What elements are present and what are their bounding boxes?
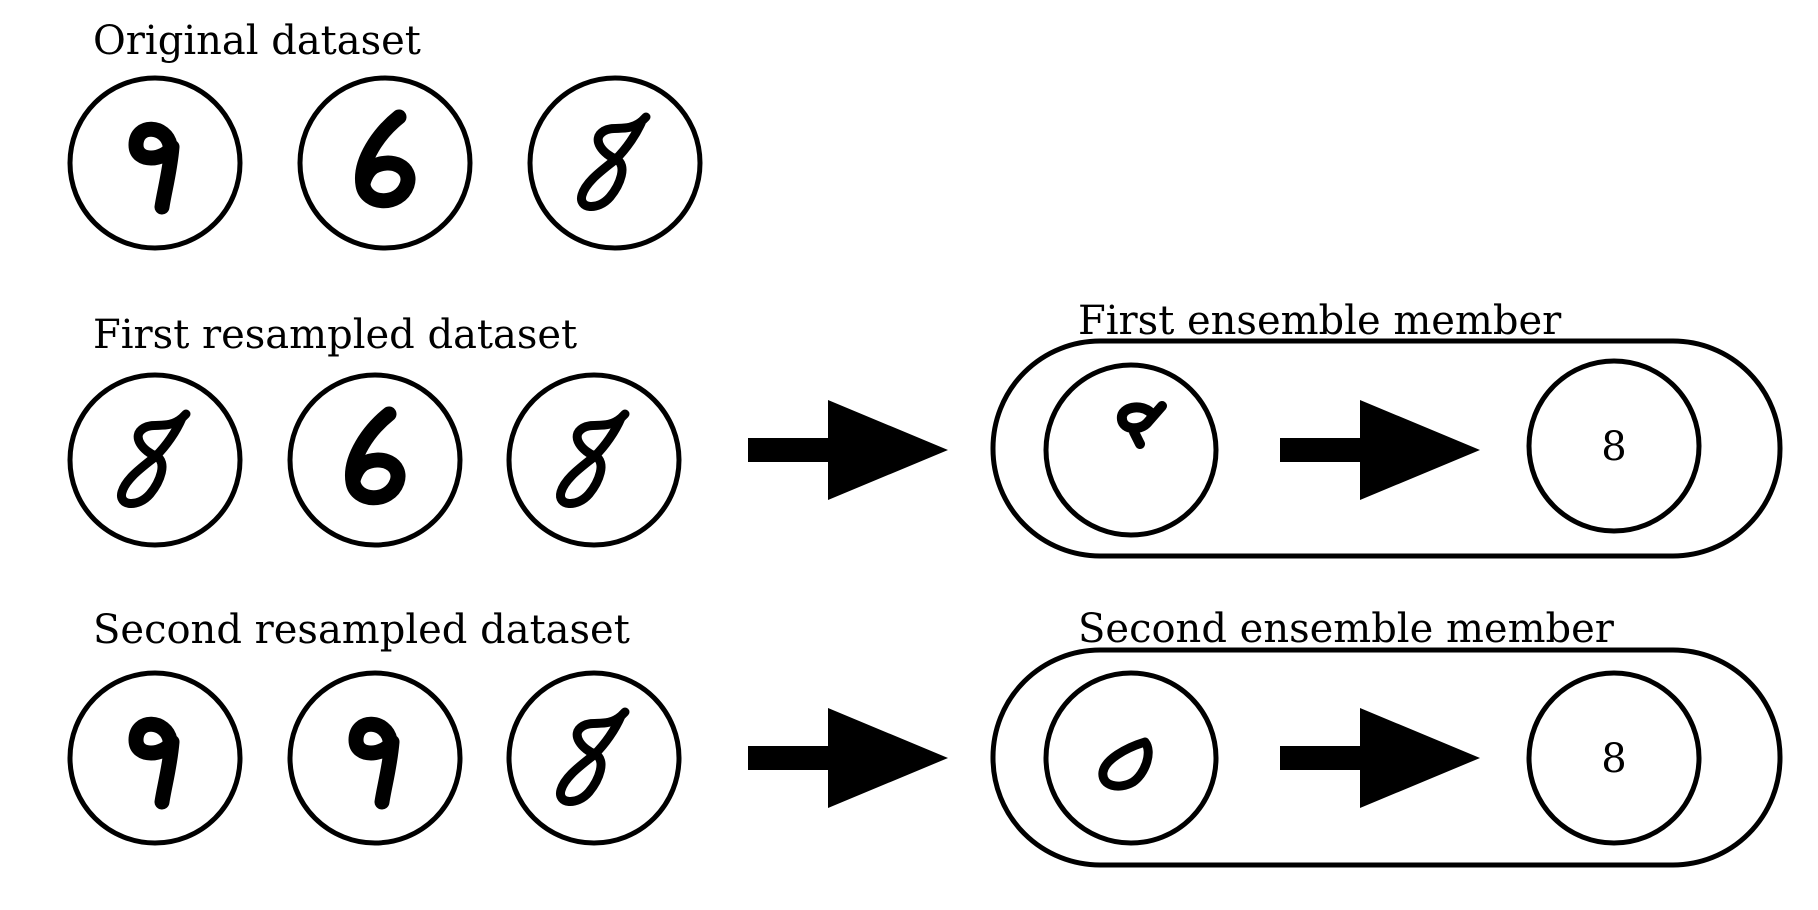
member-input-digit (1043, 670, 1219, 846)
original-dataset-samples (67, 75, 703, 251)
member-output-node: 8 (1526, 670, 1702, 846)
member-prediction: 8 (1601, 736, 1626, 782)
second-ensemble-member: 8 (990, 647, 1783, 868)
digit-sample-6 (287, 372, 463, 548)
member-predict-arrow (1280, 400, 1480, 500)
member-prediction: 8 (1601, 424, 1626, 470)
member-predict-arrow (1280, 708, 1480, 808)
digit-sample-9 (67, 670, 243, 846)
second-ensemble-member-label: Second ensemble member (1078, 606, 1615, 652)
digit-sample-9 (287, 670, 463, 846)
digit-sample-9 (67, 75, 243, 251)
member-input-digit (1043, 362, 1219, 538)
member-output-node: 8 (1526, 358, 1702, 534)
first-resampled-dataset-label: First resampled dataset (93, 312, 577, 358)
original-dataset-label: Original dataset (93, 18, 421, 64)
first-resampled-samples (67, 372, 682, 548)
resample-to-member-arrow (748, 400, 948, 500)
resample-to-member-arrow (748, 708, 948, 808)
digit-sample-8 (527, 75, 703, 251)
first-ensemble-member: 8 (990, 338, 1783, 559)
ensemble-member-capsule (990, 647, 1783, 868)
ensemble-member-capsule (990, 338, 1783, 559)
digit-sample-8 (67, 372, 243, 548)
first-ensemble-member-label: First ensemble member (1078, 298, 1562, 344)
second-resampled-samples (67, 670, 682, 846)
digit-sample-8 (506, 670, 682, 846)
second-resampled-dataset-label: Second resampled dataset (93, 607, 630, 653)
digit-sample-6 (297, 75, 473, 251)
digit-sample-8 (506, 372, 682, 548)
